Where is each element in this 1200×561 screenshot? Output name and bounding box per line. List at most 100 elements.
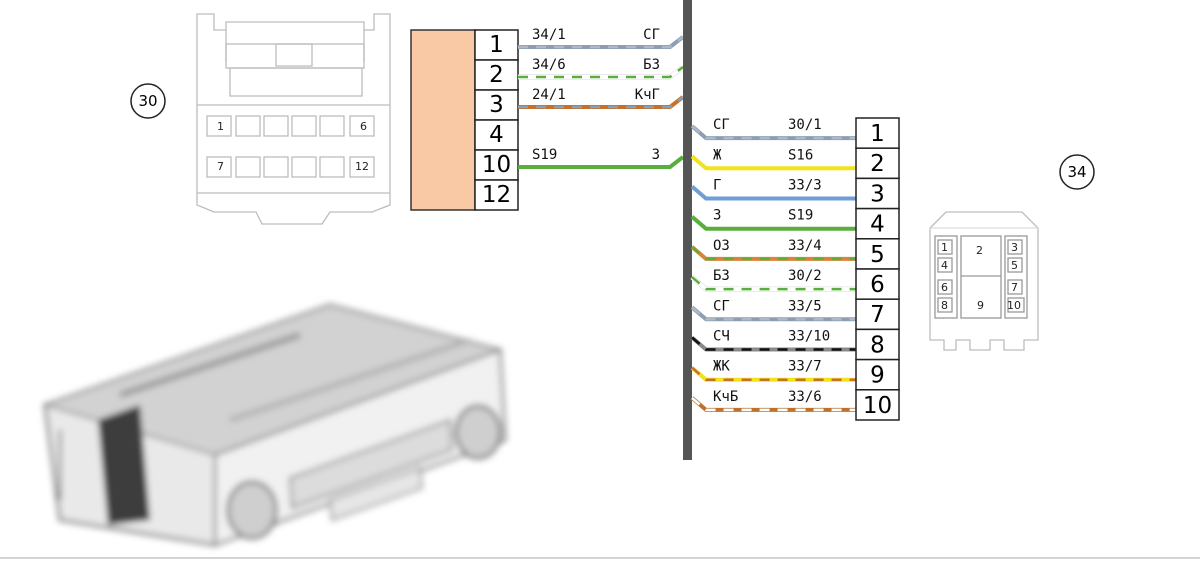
c34-face-label-3: 3 xyxy=(1011,241,1018,254)
c34-wire-pin-9-stripe xyxy=(691,366,856,381)
c30-pin-number-2: 2 xyxy=(489,62,504,88)
connector-34-badge: 34 xyxy=(1059,154,1095,190)
c34-wire-ref-2: S16 xyxy=(788,147,813,163)
connector-30-face xyxy=(196,13,391,225)
c34-wire-color-1: СГ xyxy=(713,117,730,133)
c34-pin-number-1: 1 xyxy=(870,121,885,147)
c34-face-label-10: 10 xyxy=(1007,299,1021,312)
connector-34-face xyxy=(929,211,1039,351)
c34-pin-cell-3 xyxy=(855,177,900,210)
c34-pin-cell-4 xyxy=(855,207,900,240)
c30-wire-pin-2-stripe xyxy=(518,66,684,79)
c30-face-cell xyxy=(206,156,232,178)
c34-wire-pin-7-stripe xyxy=(691,306,856,321)
c34-face-label-7: 7 xyxy=(1011,281,1018,294)
c34-wire-color-9: ЖК xyxy=(713,359,730,375)
c34-wire-ref-4: S19 xyxy=(788,208,813,224)
c34-pin-number-2: 2 xyxy=(870,151,885,177)
c30-wire-pin-1-stripe xyxy=(518,36,684,49)
c34-wire-color-6: БЗ xyxy=(713,268,730,284)
c30-face-cell xyxy=(291,156,317,178)
c30-wire-ref-3: 24/1 xyxy=(532,87,566,103)
c34-wire-ref-10: 33/6 xyxy=(788,389,822,405)
c34-wire-color-3: Г xyxy=(713,178,721,194)
c30-wire-ref-2: 34/6 xyxy=(532,57,566,73)
c34-face-label-6: 6 xyxy=(941,281,948,294)
c34-pin-cell-5 xyxy=(855,238,900,270)
c30-wire-color-10: З xyxy=(652,147,660,163)
c30-wire-pin-3-stripe xyxy=(518,96,684,109)
c30-face-label-12: 12 xyxy=(355,160,369,173)
c34-wire-color-7: СГ xyxy=(713,298,730,314)
c34-wire-ref-1: 30/1 xyxy=(788,117,822,133)
c34-wire-pin-4 xyxy=(690,215,856,231)
connector-30-pin-cells xyxy=(206,115,375,178)
c34-wire-pin-10-stripe xyxy=(691,396,856,412)
c34-pin-cell-9 xyxy=(855,358,900,391)
c34-pin-cell-1 xyxy=(855,117,900,149)
c30-pin-number-10: 10 xyxy=(482,152,511,178)
c34-pin-cell-6 xyxy=(855,268,900,300)
c34-wire-color-4: З xyxy=(713,208,721,224)
c34-wire-pin-1-stripe xyxy=(691,125,856,140)
c30-face-label-7: 7 xyxy=(217,160,224,173)
c34-wire-ref-9: 33/7 xyxy=(788,359,822,375)
c30-face-cell xyxy=(349,115,375,137)
connector-30-badge: 30 xyxy=(130,83,166,119)
c34-wire-pin-5-stripe xyxy=(691,245,856,261)
c34-pin-number-6: 6 xyxy=(870,272,885,298)
c34-face-label-5: 5 xyxy=(1011,259,1018,272)
c30-pin-number-12: 12 xyxy=(482,182,511,208)
c34-wire-pin-3 xyxy=(690,184,856,201)
c30-face-label-6: 6 xyxy=(360,120,367,133)
connector-30-wires: 34/1 СГ 34/6 БЗ 24/1 КчГ S19 З xyxy=(518,27,685,169)
c34-face-label-9: 9 xyxy=(977,299,984,312)
c34-wire-pin-2 xyxy=(690,154,856,171)
c34-face-label-4: 4 xyxy=(941,259,948,272)
c34-pin-number-4: 4 xyxy=(870,212,885,238)
c30-pin-cell-10 xyxy=(474,149,519,181)
c30-wire-color-1: СГ xyxy=(643,27,660,43)
c30-face-cell xyxy=(235,156,261,178)
c30-face-cell xyxy=(291,115,317,137)
c30-face-cell xyxy=(319,115,345,137)
c30-face-cell xyxy=(349,156,375,178)
c34-wire-ref-3: 33/3 xyxy=(788,178,822,194)
c34-face-label-1: 1 xyxy=(941,241,948,254)
connector-34-face-labels: 1 2 3 4 5 6 7 8 9 10 xyxy=(941,241,1021,312)
c34-wire-color-10: КчБ xyxy=(713,389,738,405)
c34-wire-ref-6: 30/2 xyxy=(788,268,822,284)
c30-wire-ref-10: S19 xyxy=(532,147,557,163)
c30-wire-ref-1: 34/1 xyxy=(532,27,566,43)
harness-bus xyxy=(683,0,692,460)
c34-face-label-8: 8 xyxy=(941,299,948,312)
c34-wire-pin-6-stripe xyxy=(691,276,856,291)
c30-pin-cell-12 xyxy=(474,179,519,211)
c34-wire-pin-8-stripe xyxy=(691,336,856,351)
c34-pin-cell-2 xyxy=(855,147,900,180)
c30-pin-number-4: 4 xyxy=(489,122,504,148)
c30-face-cell xyxy=(263,156,289,178)
c34-pin-number-8: 8 xyxy=(870,332,885,358)
c34-pin-number-10: 10 xyxy=(863,393,892,419)
c30-face-label-1: 1 xyxy=(217,120,224,133)
c34-wire-ref-8: 33/10 xyxy=(788,329,830,345)
c30-pin-number-1: 1 xyxy=(489,32,504,58)
connector-34-badge-label: 34 xyxy=(1067,163,1086,181)
connector-30-body xyxy=(410,29,476,211)
c34-wire-ref-7: 33/5 xyxy=(788,298,822,314)
c34-wire-color-8: СЧ xyxy=(713,329,730,345)
radio-head-unit-illustration xyxy=(41,303,507,547)
c30-face-cell xyxy=(235,115,261,137)
c34-wire-color-2: Ж xyxy=(713,147,722,163)
c30-face-cell xyxy=(206,115,232,137)
connector-30-face-labels: 1 6 7 12 xyxy=(217,120,369,173)
c30-wire-color-3: КчГ xyxy=(635,87,660,103)
c30-wire-color-2: БЗ xyxy=(643,57,660,73)
c34-pin-number-7: 7 xyxy=(870,302,885,328)
c34-pin-cell-10 xyxy=(855,389,900,421)
c34-wire-ref-5: 33/4 xyxy=(788,238,822,254)
